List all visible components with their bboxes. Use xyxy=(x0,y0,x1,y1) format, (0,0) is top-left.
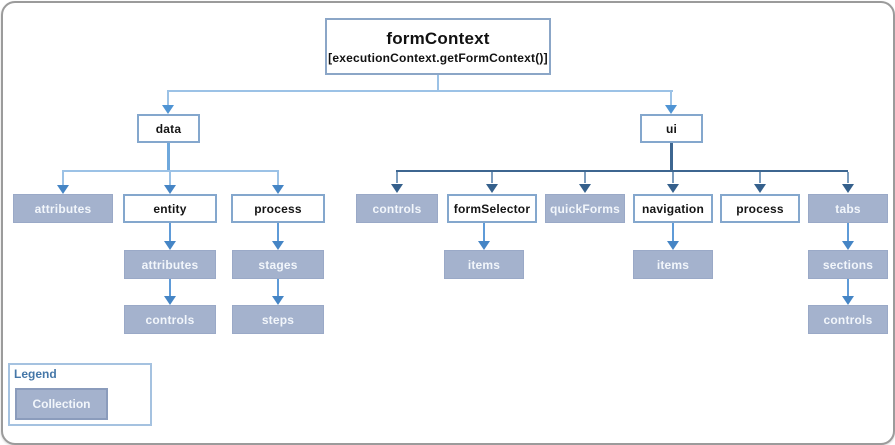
connector-drop-ui-process xyxy=(759,172,761,183)
connector-root-stem xyxy=(437,75,439,91)
arrowhead-entity-attributes xyxy=(164,241,176,250)
node-formcontext-subtitle: [executionContext.getFormContext()] xyxy=(328,50,548,65)
arrowhead-data xyxy=(162,105,174,114)
node-sections-controls-label: controls xyxy=(823,312,873,327)
arrowhead-tabs xyxy=(842,184,854,193)
node-entity: entity xyxy=(123,194,217,223)
node-data-attributes-label: attributes xyxy=(34,201,92,216)
node-entity-controls-label: controls xyxy=(145,312,195,327)
node-entity-attributes: attributes xyxy=(124,250,216,279)
connector-drop-tabs xyxy=(847,172,849,183)
connector-drop-ui-controls xyxy=(396,172,398,183)
node-entity-label: entity xyxy=(153,201,187,216)
connector-drop-data-attributes xyxy=(62,170,64,185)
connector-ui-stem xyxy=(670,143,673,171)
connector-drop-data-process xyxy=(277,170,279,185)
node-quickforms-label: quickForms xyxy=(549,201,620,216)
connector-sections-controls xyxy=(847,279,849,298)
arrowhead-process-stages xyxy=(272,241,284,250)
arrowhead-quickforms xyxy=(579,184,591,193)
node-sections-label: sections xyxy=(822,257,874,272)
node-navigation: navigation xyxy=(633,194,713,223)
node-data-label: data xyxy=(155,121,182,136)
node-ui-controls-label: controls xyxy=(372,201,422,216)
connector-tabs-sections xyxy=(847,223,849,242)
legend-collection-swatch: Collection xyxy=(15,388,108,420)
arrowhead-data-attributes xyxy=(57,185,69,194)
connector-drop-data xyxy=(167,90,169,106)
node-sections: sections xyxy=(808,250,888,279)
arrowhead-tabs-sections xyxy=(842,241,854,250)
connector-drop-quickforms xyxy=(584,172,586,183)
connector-drop-navigation xyxy=(672,172,674,183)
node-formselector-items: items xyxy=(444,250,524,279)
node-quickforms: quickForms xyxy=(545,194,625,223)
legend-collection-label: Collection xyxy=(32,397,91,411)
arrowhead-ui-process xyxy=(754,184,766,193)
arrowhead-ui-controls xyxy=(391,184,403,193)
node-formselector-items-label: items xyxy=(467,257,501,272)
node-ui-label: ui xyxy=(665,121,678,136)
node-stages: stages xyxy=(232,250,324,279)
arrowhead-entity xyxy=(164,185,176,194)
node-formcontext-title: formContext xyxy=(386,28,490,48)
arrowhead-formselector xyxy=(486,184,498,193)
node-entity-attributes-label: attributes xyxy=(141,257,199,272)
node-stages-label: stages xyxy=(258,257,298,272)
connector-process-stages xyxy=(277,223,279,242)
arrowhead-data-process xyxy=(272,185,284,194)
connector-data-stem xyxy=(167,143,170,171)
node-sections-controls: controls xyxy=(808,305,888,334)
node-ui: ui xyxy=(640,114,703,143)
arrowhead-navigation-items xyxy=(667,241,679,250)
node-ui-controls: controls xyxy=(356,194,438,223)
node-entity-controls: controls xyxy=(124,305,216,334)
connector-ui-split xyxy=(396,170,848,172)
node-navigation-items-label: items xyxy=(656,257,690,272)
node-formselector: formSelector xyxy=(447,194,537,223)
arrowhead-sections-controls xyxy=(842,296,854,305)
arrowhead-attributes-controls xyxy=(164,296,176,305)
arrowhead-navigation xyxy=(667,184,679,193)
arrowhead-formselector-items xyxy=(478,241,490,250)
arrowhead-ui xyxy=(665,105,677,114)
connector-entity-attributes xyxy=(169,223,171,242)
node-tabs: tabs xyxy=(808,194,888,223)
connector-drop-formselector xyxy=(491,172,493,183)
node-ui-process-label: process xyxy=(736,201,784,216)
connector-drop-ui xyxy=(670,90,672,106)
node-formcontext: formContext [executionContext.getFormCon… xyxy=(325,18,551,75)
node-ui-process: process xyxy=(720,194,800,223)
connector-attributes-controls xyxy=(169,279,171,298)
connector-root-split xyxy=(167,90,673,92)
connector-drop-entity xyxy=(169,170,171,185)
node-data: data xyxy=(137,114,200,143)
node-data-attributes: attributes xyxy=(13,194,113,223)
connector-navigation-items xyxy=(672,223,674,242)
connector-formselector-items xyxy=(483,223,485,242)
node-steps-label: steps xyxy=(261,312,295,327)
legend-title: Legend xyxy=(14,367,57,381)
node-data-process-label: process xyxy=(254,201,302,216)
connector-stages-steps xyxy=(277,279,279,298)
arrowhead-stages-steps xyxy=(272,296,284,305)
node-navigation-label: navigation xyxy=(641,201,704,216)
node-formselector-label: formSelector xyxy=(453,201,531,216)
node-steps: steps xyxy=(232,305,324,334)
node-navigation-items: items xyxy=(633,250,713,279)
node-data-process: process xyxy=(231,194,325,223)
node-tabs-label: tabs xyxy=(835,201,861,216)
